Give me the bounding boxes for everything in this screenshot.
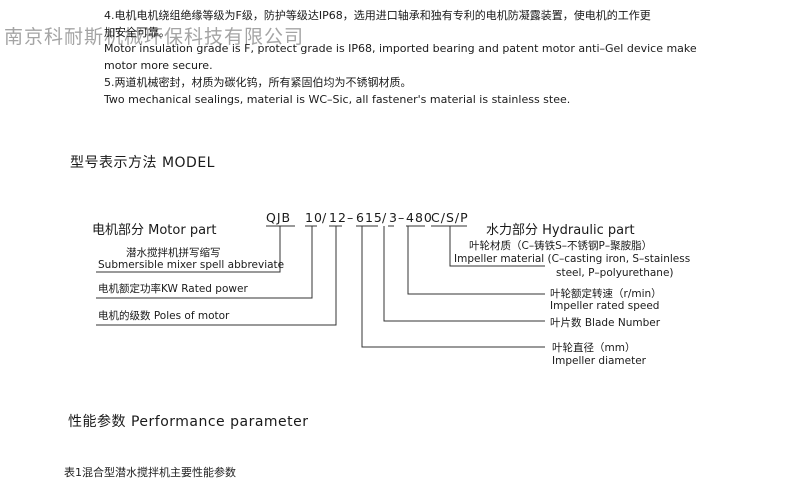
code-dash-1: – bbox=[347, 210, 355, 225]
hydraulic-part-label: 水力部分 Hydraulic part bbox=[486, 223, 635, 238]
model-heading: 型号表示方法 MODEL bbox=[70, 155, 215, 171]
item4-en-line1: Motor insulation grade is F, protect gra… bbox=[104, 42, 697, 55]
label-blades: 叶片数 Blade Number bbox=[550, 317, 661, 329]
label-power: 电机额定功率KW Rated power bbox=[98, 283, 248, 295]
code-qjb: QJB bbox=[266, 210, 292, 225]
motor-part-label: 电机部分 Motor part bbox=[92, 223, 217, 238]
code-power: 10 bbox=[305, 210, 323, 225]
code-material: C/S/P bbox=[431, 210, 469, 225]
label-material-cn: 叶轮材质（C–铸铁S–不锈钢P–聚胺脂） bbox=[469, 240, 653, 252]
code-dash-2: – bbox=[398, 210, 406, 225]
code-poles: 12 bbox=[329, 210, 347, 225]
table-caption-text: 表1混合型潜水搅拌机主要性能参数 bbox=[64, 466, 236, 478]
item4-cn-line1: 4.电机电机绕组绝缘等级为F级，防护等级达IP68，选用进口轴承和独有专利的电机… bbox=[104, 9, 651, 22]
label-diameter-cn: 叶轮直径（mm） bbox=[552, 342, 636, 354]
item5-cn: 5.两道机械密封，材质为碳化钨，所有紧固伯均为不锈钢材质。 bbox=[104, 76, 412, 89]
label-speed-en: Impeller rated speed bbox=[550, 300, 660, 312]
label-abbrev-en: Submersible mixer spell abbreviate bbox=[98, 259, 285, 271]
label-material-en-2: steel, P–polyurethane) bbox=[556, 267, 674, 279]
code-speed: 480 bbox=[406, 210, 433, 225]
label-poles: 电机的级数 Poles of motor bbox=[98, 310, 230, 322]
code-slash-2: / bbox=[382, 210, 388, 225]
performance-heading: 性能参数 Performance parameter bbox=[68, 414, 309, 430]
code-diameter: 615 bbox=[356, 210, 383, 225]
company-watermark: 南京科耐斯机械环保科技有限公司 bbox=[4, 26, 305, 48]
label-speed-cn: 叶轮额定转速（r/min） bbox=[550, 288, 662, 300]
table-caption-cut: 表1混合型潜水搅拌机主要性能参数 bbox=[64, 462, 304, 478]
label-abbrev-cn: 潜水搅拌机拼写缩写 bbox=[126, 247, 221, 259]
item5-en: Two mechanical sealings, material is WC–… bbox=[104, 93, 571, 106]
item4-cn-line2: 加安全可靠。 bbox=[104, 26, 170, 39]
item4-en-line2: motor more secure. bbox=[104, 59, 213, 72]
label-diameter-en: Impeller diameter bbox=[552, 355, 646, 367]
code-blades: 3 bbox=[389, 210, 398, 225]
label-material-en-1: Impeller material (C–casting iron, S–sta… bbox=[454, 253, 691, 265]
code-slash-1: / bbox=[322, 210, 328, 225]
